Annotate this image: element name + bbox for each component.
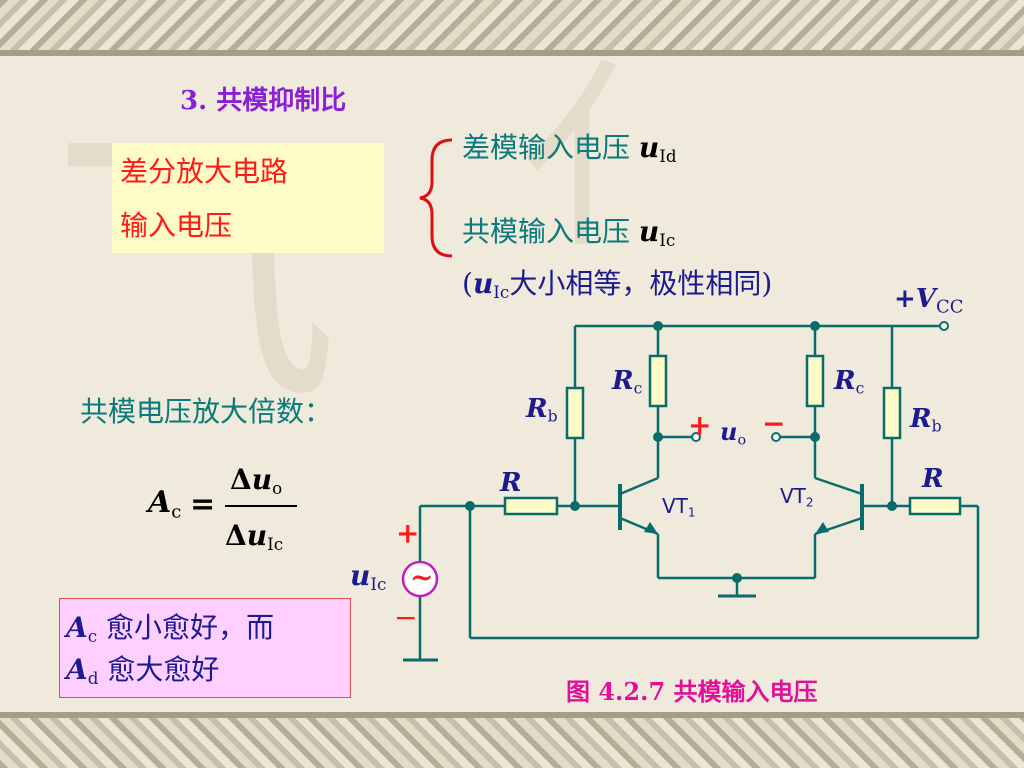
rc-left-label: Rc bbox=[612, 366, 643, 398]
input-box-line2: 输入电压 bbox=[120, 209, 233, 242]
resistor-rc-left bbox=[648, 354, 668, 408]
resistor-rb-right bbox=[882, 386, 902, 440]
watermark-calligraphy-2: ⺅ bbox=[520, 43, 721, 276]
r-left-label: R bbox=[500, 468, 522, 498]
decorative-top-border bbox=[0, 0, 1024, 56]
common-mode-note: (uIc大小相等，极性相同) bbox=[462, 267, 773, 303]
vcc-label: +VCC bbox=[894, 284, 964, 318]
fraction-bar bbox=[225, 505, 297, 507]
input-voltage-box bbox=[112, 143, 384, 253]
formula-equals: = bbox=[190, 487, 216, 522]
resistor-r-right bbox=[908, 496, 962, 516]
conclusion-line1: Ac 愈小愈好，而 bbox=[66, 611, 275, 647]
output-terminal-left bbox=[691, 432, 701, 442]
output-terminal-right bbox=[771, 432, 781, 442]
vcc-terminal bbox=[939, 321, 949, 331]
decorative-bottom-border bbox=[0, 712, 1024, 768]
output-voltage-label: uo bbox=[720, 417, 747, 449]
r-right-label: R bbox=[922, 464, 944, 494]
formula-lhs: Ac bbox=[148, 485, 182, 523]
vt1-emitter-arrow bbox=[644, 522, 658, 534]
formula-denominator: ΔuIc bbox=[225, 519, 284, 555]
vt2-emitter-arrow bbox=[815, 522, 829, 534]
ac-source-tilde: ~ bbox=[410, 561, 434, 594]
curly-brace bbox=[419, 138, 453, 258]
section-title: 3. 共模抑制比 bbox=[180, 86, 347, 116]
resistor-r-left bbox=[503, 496, 559, 516]
vt2-label: VT2 bbox=[780, 484, 814, 510]
rb-left-label: Rb bbox=[526, 394, 558, 426]
rb-right-label: Rb bbox=[910, 404, 942, 436]
ac-source-circle bbox=[401, 560, 439, 598]
circuit-wires bbox=[403, 324, 980, 662]
output-plus: + bbox=[688, 409, 712, 442]
source-minus: − bbox=[394, 601, 418, 634]
resistor-rc-right bbox=[805, 354, 825, 408]
conclusion-box bbox=[59, 598, 351, 698]
circuit-nodes bbox=[465, 321, 897, 583]
formula-numerator: Δuo bbox=[230, 463, 283, 499]
common-mode-gain-label: 共模电压放大倍数： bbox=[80, 395, 333, 428]
figure-caption: 图 4.2.7 共模输入电压 bbox=[566, 677, 818, 706]
conclusion-line2: Ad 愈大愈好 bbox=[66, 653, 220, 689]
resistors bbox=[503, 354, 962, 516]
input-box-line1: 差分放大电路 bbox=[120, 155, 289, 188]
resistor-rb-left bbox=[565, 386, 585, 440]
source-plus: + bbox=[396, 517, 420, 550]
common-mode-voltage: 共模输入电压 uIc bbox=[462, 215, 676, 251]
output-minus: − bbox=[762, 407, 786, 440]
vt1-label: VT1 bbox=[662, 494, 696, 520]
rc-right-label: Rc bbox=[834, 366, 865, 398]
source-voltage-label: uIc bbox=[350, 559, 387, 595]
diff-mode-voltage: 差模输入电压 uId bbox=[462, 131, 677, 167]
